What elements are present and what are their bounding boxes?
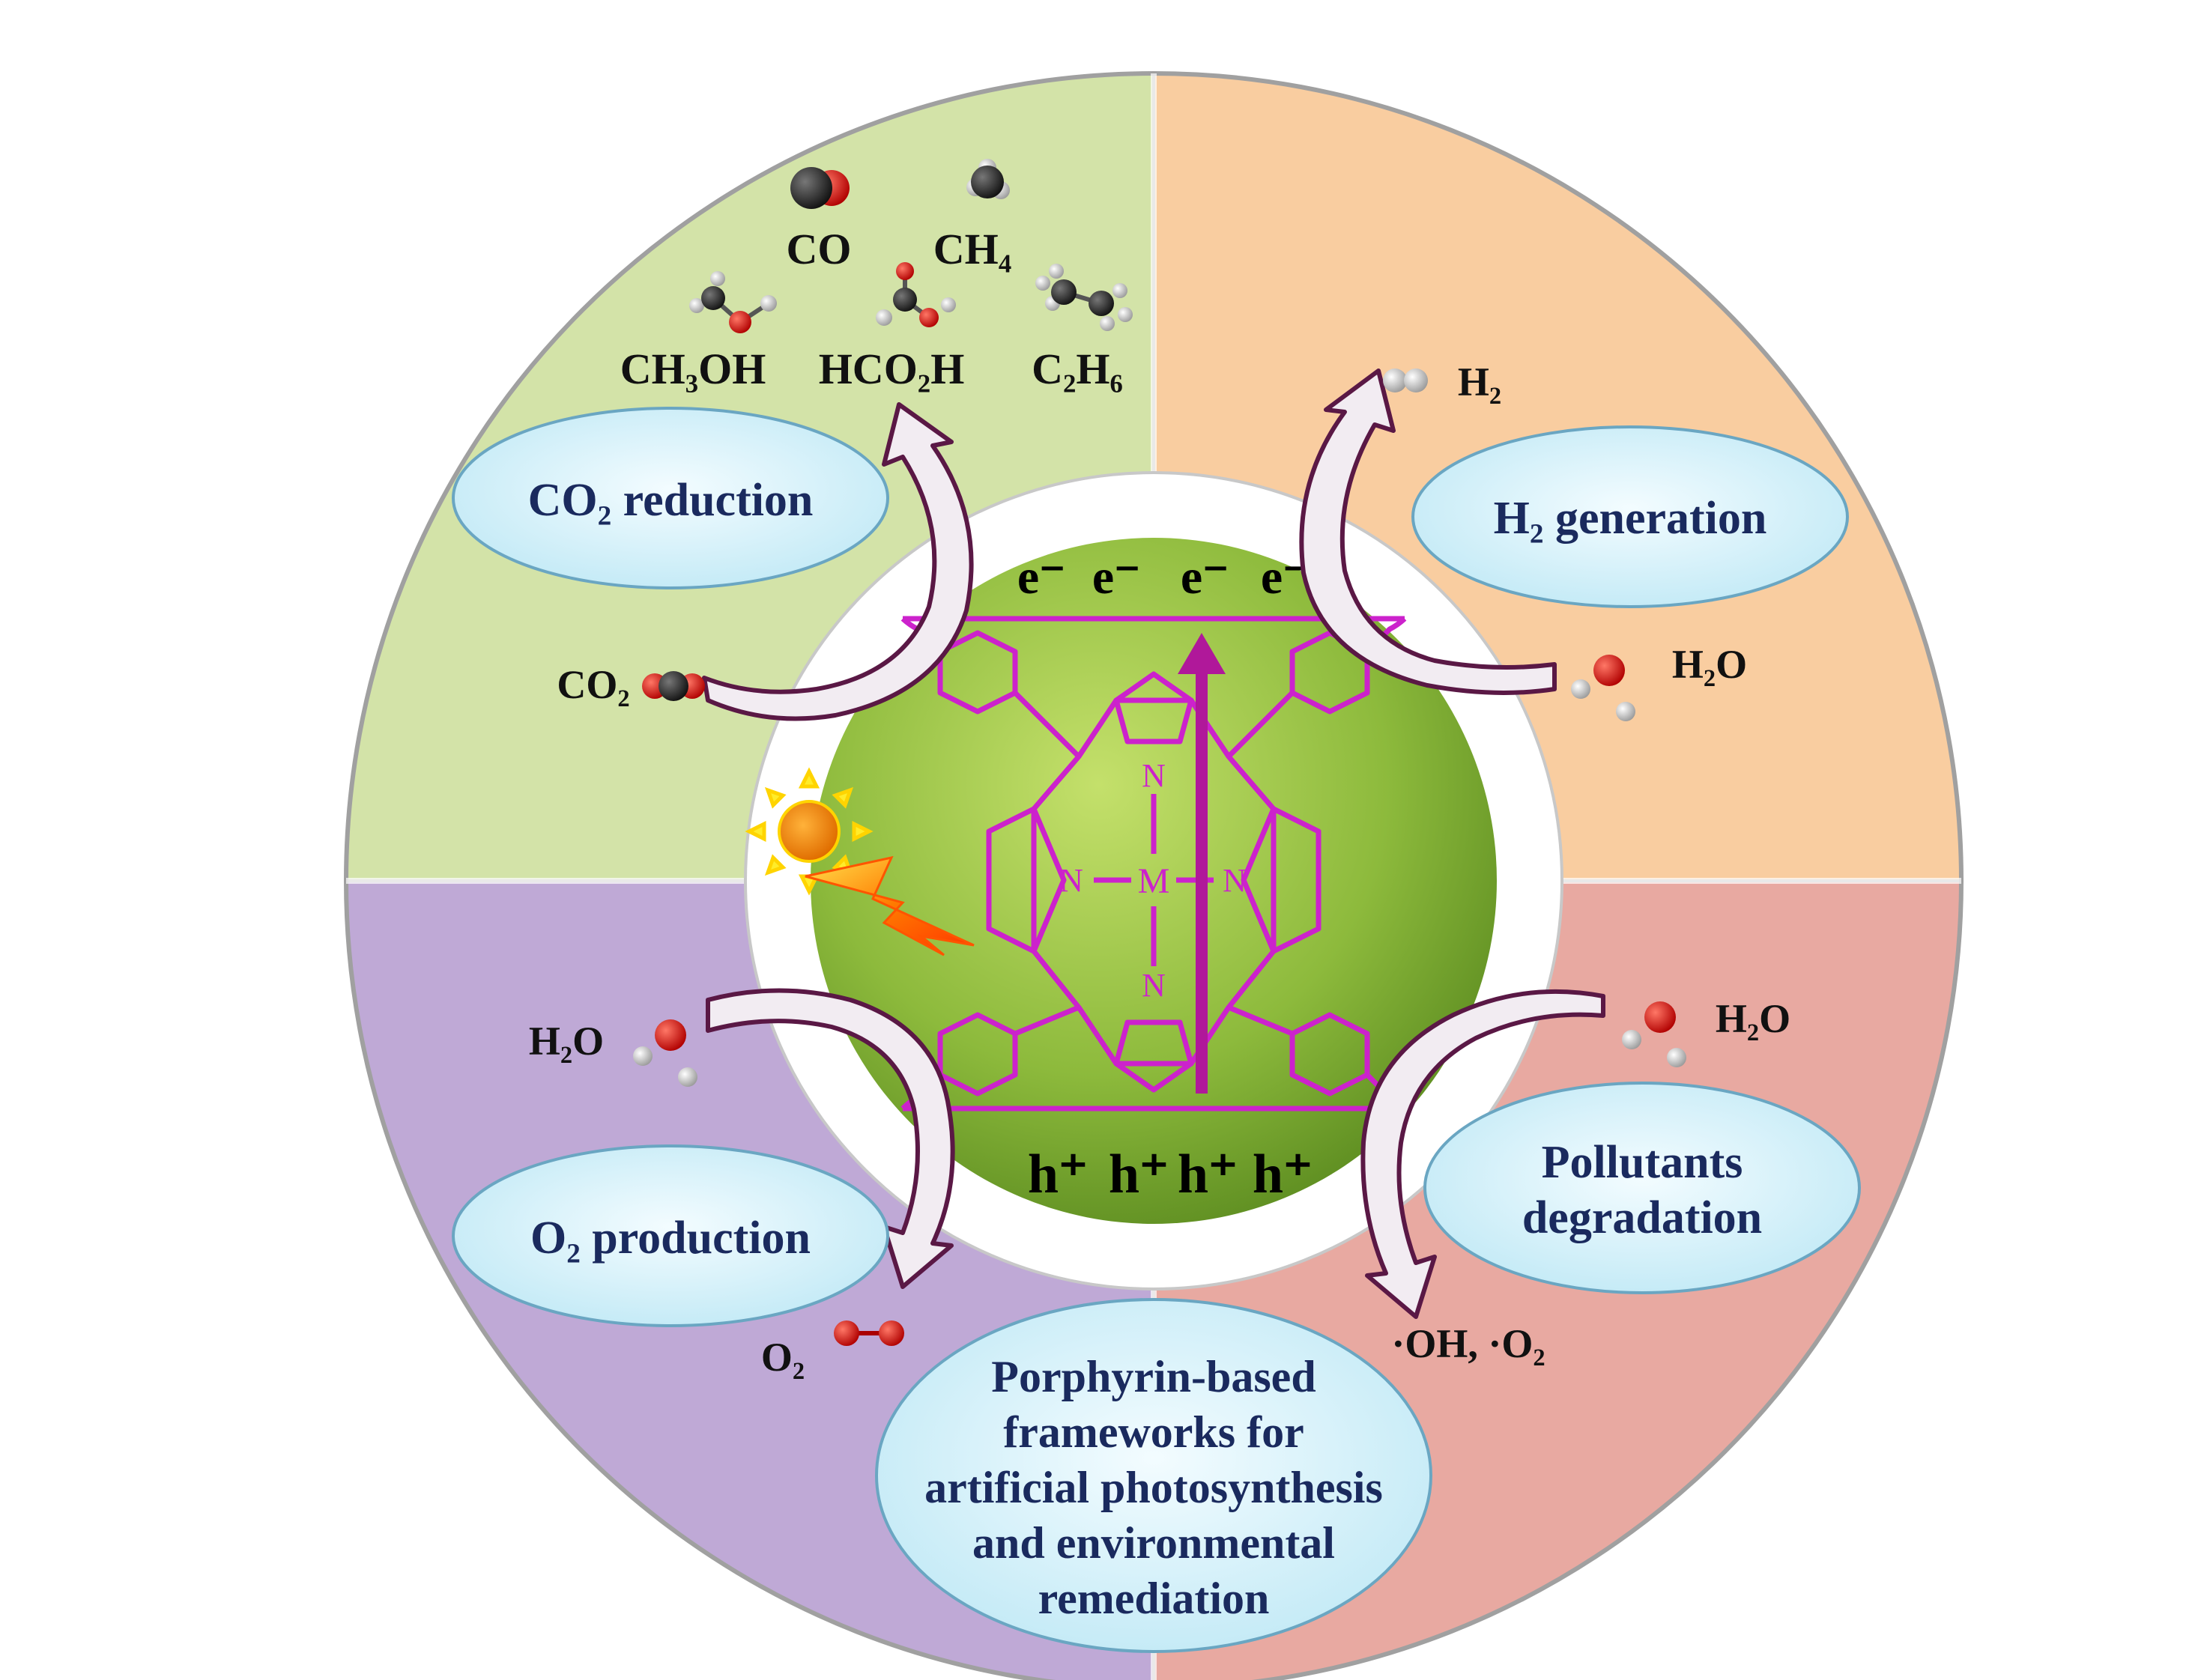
oval-center-caption: Porphyrin-based frameworks for artificia…	[875, 1298, 1432, 1653]
electron-1: e⁻	[1017, 550, 1065, 604]
excitation-arrow-icon	[1178, 633, 1226, 1094]
n-left: N	[1059, 862, 1083, 899]
reactant-h2o-pollutant: H₂O	[1716, 996, 1790, 1041]
molecule-icon-hco2h	[876, 262, 956, 327]
metal-center: M	[1138, 861, 1170, 901]
molecule-icon-co2	[642, 671, 705, 701]
n-right: N	[1223, 862, 1247, 899]
hole-2: h⁺	[1109, 1144, 1169, 1205]
product-radicals: ·OH, ·O₂	[1391, 1321, 1545, 1366]
reactant-co2: CO₂	[557, 662, 629, 707]
molecule-icon-ch4	[966, 159, 1010, 199]
molecule-icon-h2o-pollutant	[1622, 1001, 1686, 1067]
n-top: N	[1142, 757, 1166, 794]
oval-pollutants-line1: Pollutants	[1542, 1137, 1743, 1188]
product-o2: O₂	[761, 1335, 805, 1380]
molecule-icon-h2o-left	[633, 1019, 697, 1087]
product-ch3oh: CH₃OH	[620, 345, 766, 393]
hole-3: h⁺	[1178, 1144, 1238, 1205]
product-hco2h: HCO₂H	[819, 345, 965, 393]
molecule-icon-ch3oh	[689, 271, 777, 333]
oval-pollutants: Pollutants degradation	[1423, 1082, 1861, 1294]
caption-line-1: Porphyrin-based	[991, 1352, 1316, 1401]
electron-2: e⁻	[1092, 550, 1140, 604]
oval-o2-title: O₂ production	[530, 1213, 811, 1264]
n-bottom: N	[1142, 967, 1166, 1004]
product-co: CO	[787, 225, 852, 273]
caption-line-2: frameworks for	[1003, 1407, 1304, 1457]
reactant-h2o-h2: H₂O	[1672, 642, 1747, 687]
hole-1: h⁺	[1028, 1144, 1088, 1205]
molecule-icon-c2h6	[1035, 264, 1133, 331]
caption-line-5: remediation	[1038, 1574, 1270, 1623]
caption-line-4: and environmental	[972, 1518, 1335, 1568]
oval-h2-title: H₂ generation	[1494, 493, 1767, 544]
caption-line-3: artificial photosynthesis	[924, 1463, 1383, 1512]
lightning-icon	[805, 855, 975, 956]
molecule-icon-h2	[1383, 369, 1428, 392]
product-h2: H₂	[1458, 360, 1501, 404]
reactant-h2o-o2: H₂O	[529, 1019, 604, 1064]
product-ch4: CH₄	[933, 225, 1011, 273]
hole-labels: h⁺ h⁺ h⁺ h⁺	[1028, 1144, 1313, 1205]
oval-pollutants-line2: degradation	[1522, 1192, 1762, 1243]
molecule-icon-co	[790, 167, 850, 209]
molecule-icon-h2o-right	[1571, 655, 1635, 721]
molecule-icon-o2	[834, 1320, 904, 1346]
sun-icon	[745, 767, 874, 896]
oval-o2-production: O₂ production	[452, 1144, 889, 1327]
oval-co2-reduction: CO₂ reduction	[452, 407, 889, 589]
hole-4: h⁺	[1253, 1144, 1313, 1205]
electron-3: e⁻	[1181, 550, 1229, 604]
oval-co2-title: CO₂ reduction	[528, 475, 814, 526]
oval-h2-generation: H₂ generation	[1411, 425, 1849, 608]
product-c2h6: C₂H₆	[1032, 345, 1123, 393]
curved-arrow-icon	[702, 369, 1605, 1319]
